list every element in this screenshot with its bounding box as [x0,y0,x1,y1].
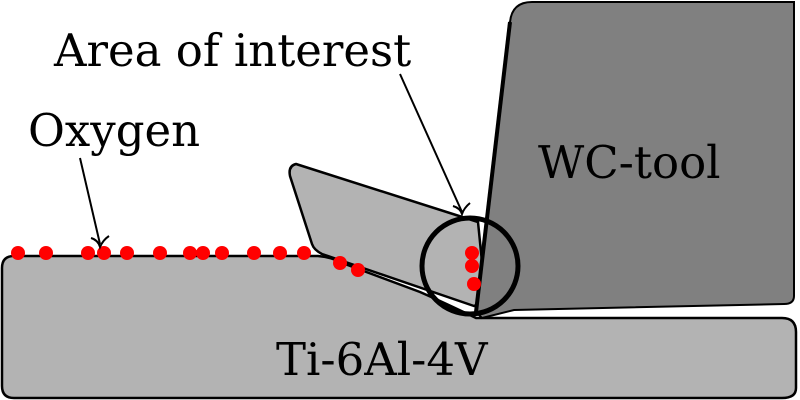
oxygen-arrow [79,157,110,250]
oxygen-atom [465,259,479,273]
area-of-interest-circle [419,215,521,317]
oxygen-atom [183,246,197,260]
oxygen-atom [351,263,365,277]
oxygen-atom [247,246,261,260]
oxygen-atom [467,277,481,291]
oxygen-label: Oxygen [28,104,200,157]
workpiece-label: Ti-6Al-4V [276,333,489,386]
oxygen-atoms [11,246,481,291]
oxygen-atom [11,246,25,260]
area-of-interest-label: Area of interest [53,24,411,77]
oxygen-atom [97,246,111,260]
oxygen-atom [196,246,210,260]
oxygen-atom [120,246,134,260]
oxygen-atom [297,246,311,260]
oxygen-atom [39,246,53,260]
tool-rake-face [474,21,512,313]
oxygen-atom [215,246,229,260]
oxygen-atom [81,246,95,260]
oxygen-atom [153,246,167,260]
area-of-interest-arrow [399,73,471,218]
oxygen-atom [333,256,347,270]
wc-tool-label: WC-tool [538,136,721,189]
oxygen-atom [273,246,287,260]
wc-tool [474,1,795,320]
oxygen-atom [465,246,479,260]
